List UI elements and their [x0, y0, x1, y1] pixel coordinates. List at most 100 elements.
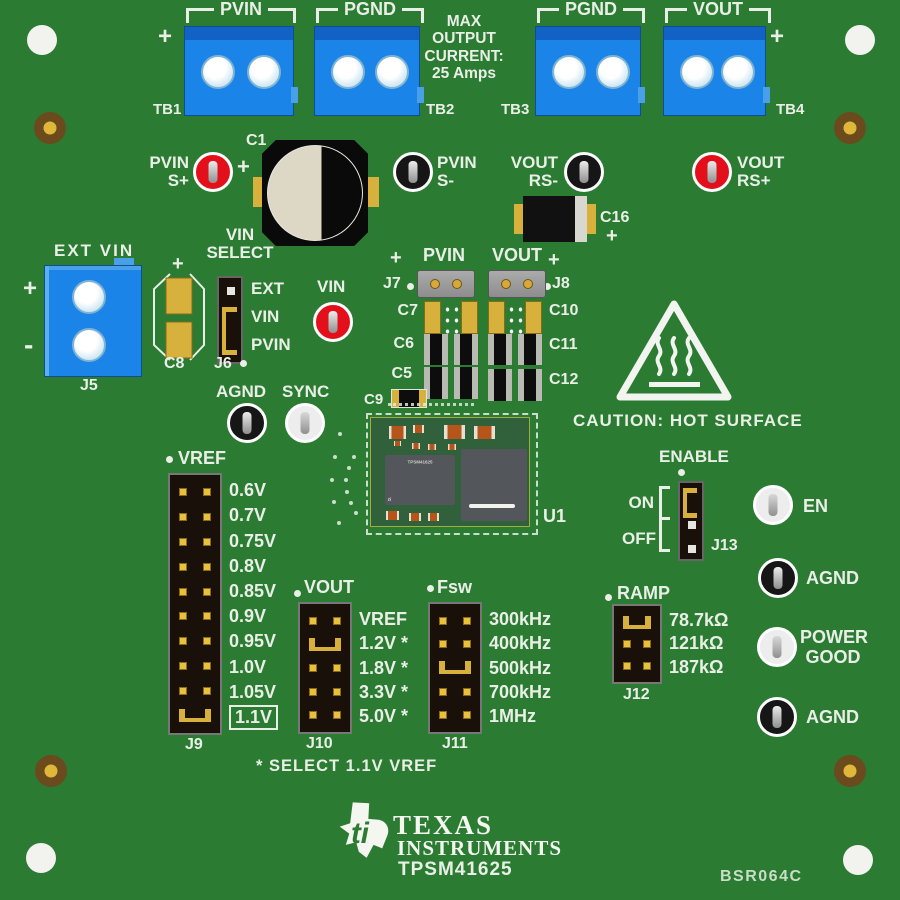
- terminal-block-tb2: [314, 26, 424, 116]
- terminal-block-tb1: [184, 26, 298, 116]
- via-dot: [338, 432, 342, 436]
- terminal-hole: [721, 55, 755, 89]
- c9-capacitor: [391, 389, 427, 408]
- jumper-shunt: [439, 661, 471, 675]
- module-component: [413, 425, 424, 433]
- c8-capacitor: [153, 273, 205, 361]
- silk-dot: [678, 469, 685, 476]
- pin-row-label: 1.2V *: [359, 633, 409, 654]
- module-component: [428, 444, 436, 450]
- pin-row: [300, 633, 350, 657]
- j8-refdes: J8: [552, 275, 570, 292]
- vin-select-header-j6: [217, 276, 243, 364]
- terminal-tab: [638, 87, 645, 103]
- j10-refdes: J10: [306, 735, 333, 752]
- pin-pad: [179, 488, 187, 497]
- header-body: [298, 602, 352, 734]
- c16-capacitor: [514, 196, 596, 242]
- c7-pads: [424, 301, 478, 334]
- j7-refdes: J7: [383, 275, 401, 292]
- vout-header-title: VOUT: [304, 577, 355, 597]
- power-good-testpoint: [757, 627, 797, 667]
- pin-row-label: 0.8V: [229, 555, 267, 576]
- module-component: [409, 513, 421, 521]
- silk-dots: [441, 301, 461, 334]
- pin-row: [614, 611, 660, 633]
- terminal-block-tb4: [663, 26, 770, 116]
- pin-pad: [179, 612, 187, 621]
- c6-capacitors: [424, 334, 478, 365]
- c11-capacitors: [488, 334, 542, 365]
- inductor-stripe: [469, 504, 515, 508]
- pin-pad: [688, 545, 696, 553]
- pin-row-label: 121kΩ: [669, 633, 724, 654]
- pin-row-label: 0.7V: [229, 505, 267, 526]
- pin-row-label: 0.95V: [229, 631, 277, 652]
- vout-jack-label: VOUT: [492, 245, 543, 265]
- sync-testpoint: [285, 403, 325, 443]
- pin-pad: [623, 640, 631, 648]
- board-rev-code: BSR064C: [720, 868, 803, 885]
- module-component: [386, 511, 399, 520]
- j5-refdes: J5: [80, 377, 98, 394]
- pin-row: [170, 579, 220, 604]
- header-body: [428, 602, 482, 734]
- pin-row: [170, 654, 220, 679]
- c5-capacitors: [424, 367, 478, 399]
- pin-pad: [463, 616, 471, 625]
- cap-pad: [488, 301, 505, 334]
- silk-dot: [407, 283, 414, 290]
- terminal-hole: [247, 55, 281, 89]
- pin-pad: [309, 616, 317, 625]
- via-dot: [337, 521, 341, 525]
- c16-pad: [514, 204, 523, 234]
- pin-row-label: VREF: [359, 608, 408, 629]
- pin-pad: [203, 562, 211, 571]
- via-dot: [333, 455, 337, 459]
- enable-on-label: ON: [628, 493, 655, 512]
- c11-refdes: C11: [549, 336, 578, 353]
- pin-pad: [203, 537, 211, 546]
- c16-body: [523, 196, 575, 242]
- c16-stripe: [575, 196, 587, 242]
- capacitor: [518, 334, 542, 365]
- vref-header-title: VREF: [178, 448, 227, 468]
- via-dot: [344, 478, 348, 482]
- pin-pad: [463, 640, 471, 649]
- tb4-refdes: TB4: [776, 101, 805, 118]
- agnd-right-upper-testpoint: [758, 558, 798, 598]
- tb1-net-label: PVIN: [213, 0, 269, 20]
- pin-pad: [203, 513, 211, 522]
- pin-pad: [203, 612, 211, 621]
- enable-off-label: OFF: [622, 529, 656, 548]
- j9-refdes: J9: [185, 736, 203, 753]
- ti-mini-logo-icon: ti: [388, 496, 392, 503]
- tb4-net-bracket: VOUT: [665, 0, 771, 23]
- pin-row: [170, 703, 220, 728]
- tb2-net-bracket: PGND: [316, 0, 424, 23]
- sync-label: SYNC: [282, 382, 330, 401]
- pin-pad: [439, 687, 447, 696]
- enable-bracket: [662, 517, 670, 520]
- caution-hot-surface-label: CAUTION: HOT SURFACE: [573, 411, 803, 430]
- pin-pad: [439, 711, 447, 720]
- enable-bracket: [662, 549, 670, 552]
- c6-refdes: C6: [393, 335, 414, 352]
- mounting-hole: [843, 845, 873, 875]
- silk-dots: [505, 301, 525, 334]
- silk-dot: [544, 283, 551, 290]
- tb1-net-bracket: PVIN: [186, 0, 296, 23]
- terminal-tab: [763, 87, 770, 103]
- pin-row-label: 0.9V: [229, 606, 267, 627]
- plated-via-hole: [834, 112, 866, 144]
- pvin-sense-plus-label: PVIN S+: [149, 153, 189, 190]
- pin-row-label: 1.0V: [229, 656, 267, 677]
- agnd-right-lower-testpoint: [757, 697, 797, 737]
- via-dot: [332, 500, 336, 504]
- pvin-sense-minus-testpoint: [393, 152, 433, 192]
- pin-row: [300, 680, 350, 704]
- c9-refdes: C9: [364, 391, 384, 408]
- pin-row: [430, 609, 480, 633]
- pin-row-label: 0.75V: [229, 530, 277, 551]
